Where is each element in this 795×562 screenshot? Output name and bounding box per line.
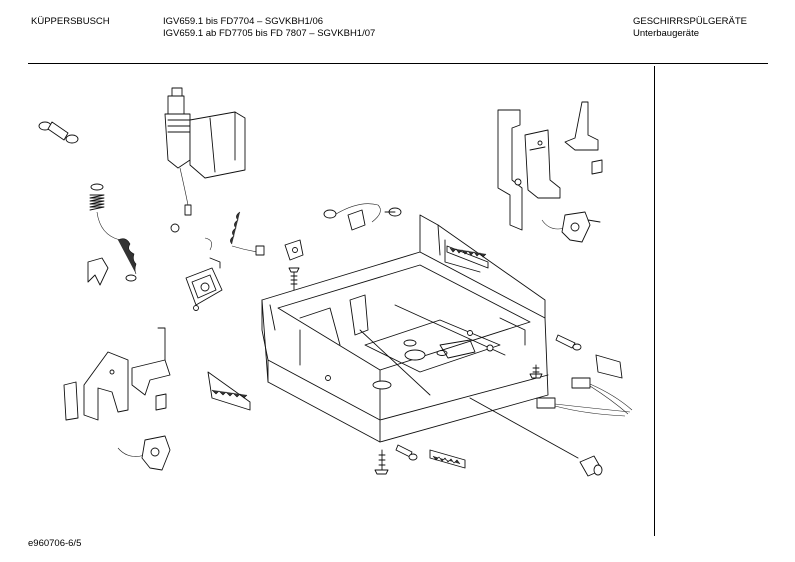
toothed-rail-right bbox=[446, 245, 489, 269]
screw-part-bottom bbox=[374, 449, 389, 475]
coiled-cable-part bbox=[204, 211, 265, 256]
screw-part-right bbox=[529, 364, 543, 379]
door-lock-part-right bbox=[541, 211, 601, 243]
sensor-cable-part bbox=[323, 203, 402, 231]
bolt-part-right bbox=[555, 334, 582, 351]
bracket-right-part bbox=[497, 109, 561, 231]
door-lock-part-left bbox=[117, 435, 171, 471]
switch-holder-part bbox=[185, 257, 223, 311]
model-lines: IGV659.1 bis FD7704 – SGVKBH1/06 IGV659.… bbox=[163, 16, 375, 40]
drawing-code: e960706-6/5 bbox=[28, 538, 82, 549]
screw-part-upper bbox=[288, 267, 300, 291]
header-divider bbox=[28, 63, 768, 64]
toothed-rail-bottom bbox=[429, 449, 466, 469]
brand-name: KÜPPERSBUSCH bbox=[31, 16, 110, 27]
toothed-rail-left bbox=[207, 371, 251, 411]
clip-part-left bbox=[63, 381, 167, 421]
clip-part-right bbox=[595, 354, 623, 379]
bracket-small-part bbox=[564, 101, 603, 175]
wiring-harness-part bbox=[536, 377, 633, 417]
base-tub-part bbox=[261, 214, 549, 443]
category-title: GESCHIRRSPÜLGERÄTE bbox=[633, 16, 748, 27]
hose-nozzle-part bbox=[579, 455, 603, 477]
spring-part bbox=[89, 183, 121, 241]
rod-part bbox=[469, 397, 579, 459]
side-divider bbox=[654, 66, 655, 536]
category-subtitle: Unterbaugeräte bbox=[633, 28, 700, 39]
bracket-left-part bbox=[83, 327, 171, 421]
inlet-valve-part bbox=[164, 87, 246, 233]
bellows-hose-part bbox=[87, 238, 137, 286]
model-line-1: IGV659.1 bis FD7704 – SGVKBH1/06 bbox=[163, 16, 324, 27]
model-line-2: IGV659.1 ab FD7705 bis FD 7807 – SGVKBH1… bbox=[163, 28, 376, 39]
clip-part bbox=[284, 239, 304, 261]
product-category: GESCHIRRSPÜLGERÄTE Unterbaugeräte bbox=[633, 16, 747, 40]
hose-clip-part bbox=[38, 121, 79, 144]
bolt-part-bottom bbox=[395, 444, 418, 461]
